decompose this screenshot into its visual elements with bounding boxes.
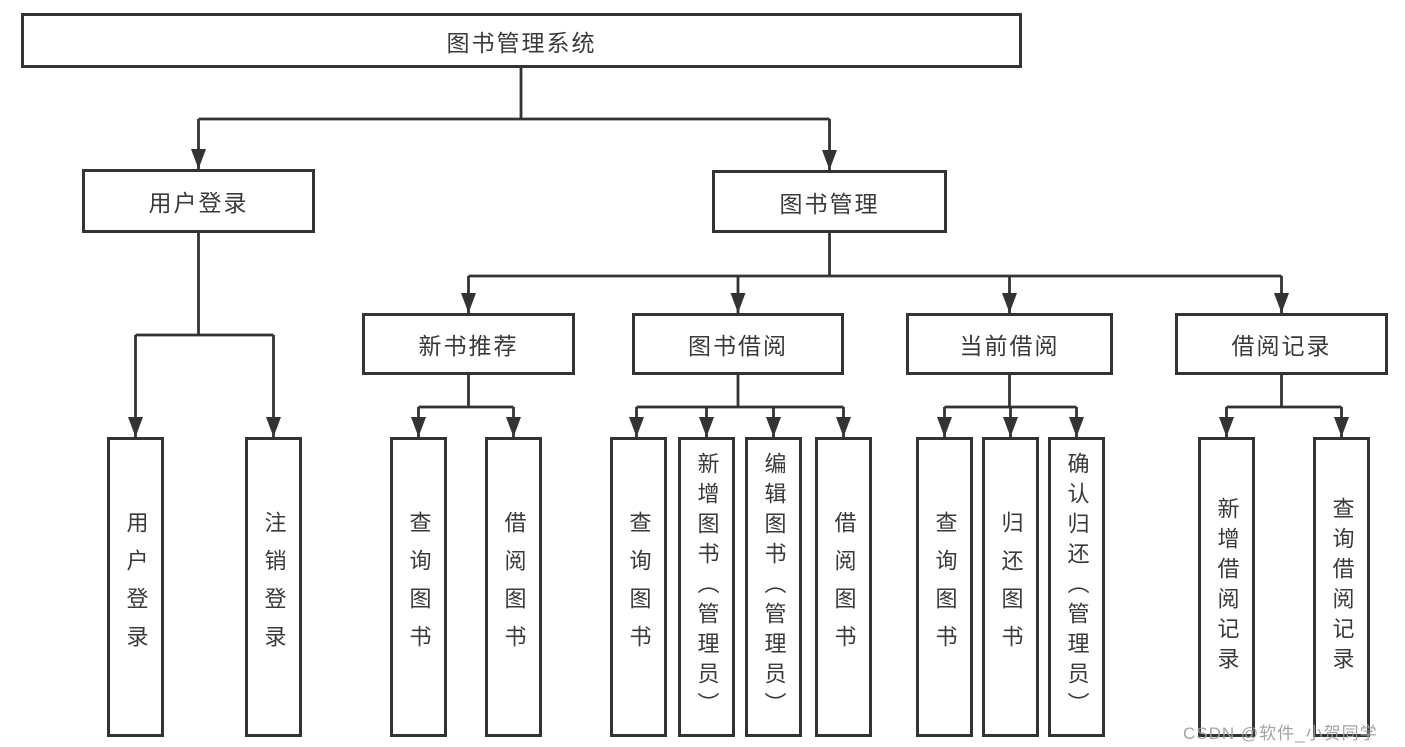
node-borrowing-records: 借阅记录 [1175, 313, 1388, 375]
leaf-query-borrow-record: 查询借阅记录 [1313, 437, 1370, 737]
leaf-add-books-admin: 新增图书（管理员） [678, 437, 735, 737]
node-user-login: 用户登录 [82, 169, 315, 233]
leaf-query-books-borrowing: 查询图书 [610, 437, 667, 737]
leaf-return-books: 归还图书 [982, 437, 1039, 737]
csdn-watermark: CSDN @软件_小贺同学 [1183, 724, 1378, 743]
arrowheads [128, 149, 1349, 437]
node-library-management-system: 图书管理系统 [21, 13, 1022, 68]
leaf-confirm-return-admin: 确认归还（管理员） [1048, 437, 1105, 737]
leaf-borrow-books-recommend: 借阅图书 [485, 437, 542, 737]
node-current-borrowing: 当前借阅 [906, 313, 1113, 375]
leaf-query-books-recommend: 查询图书 [390, 437, 447, 737]
leaf-query-books-current: 查询图书 [916, 437, 973, 737]
leaf-logout: 注销登录 [245, 437, 302, 737]
leaf-borrow-books-borrowing: 借阅图书 [815, 437, 872, 737]
node-new-book-recommend: 新书推荐 [362, 313, 575, 375]
leaf-edit-books-admin: 编辑图书（管理员） [745, 437, 802, 737]
leaf-user-login: 用户登录 [107, 437, 164, 737]
node-book-management: 图书管理 [712, 170, 947, 233]
leaf-add-borrow-record: 新增借阅记录 [1198, 437, 1255, 737]
node-book-borrowing: 图书借阅 [632, 313, 844, 375]
